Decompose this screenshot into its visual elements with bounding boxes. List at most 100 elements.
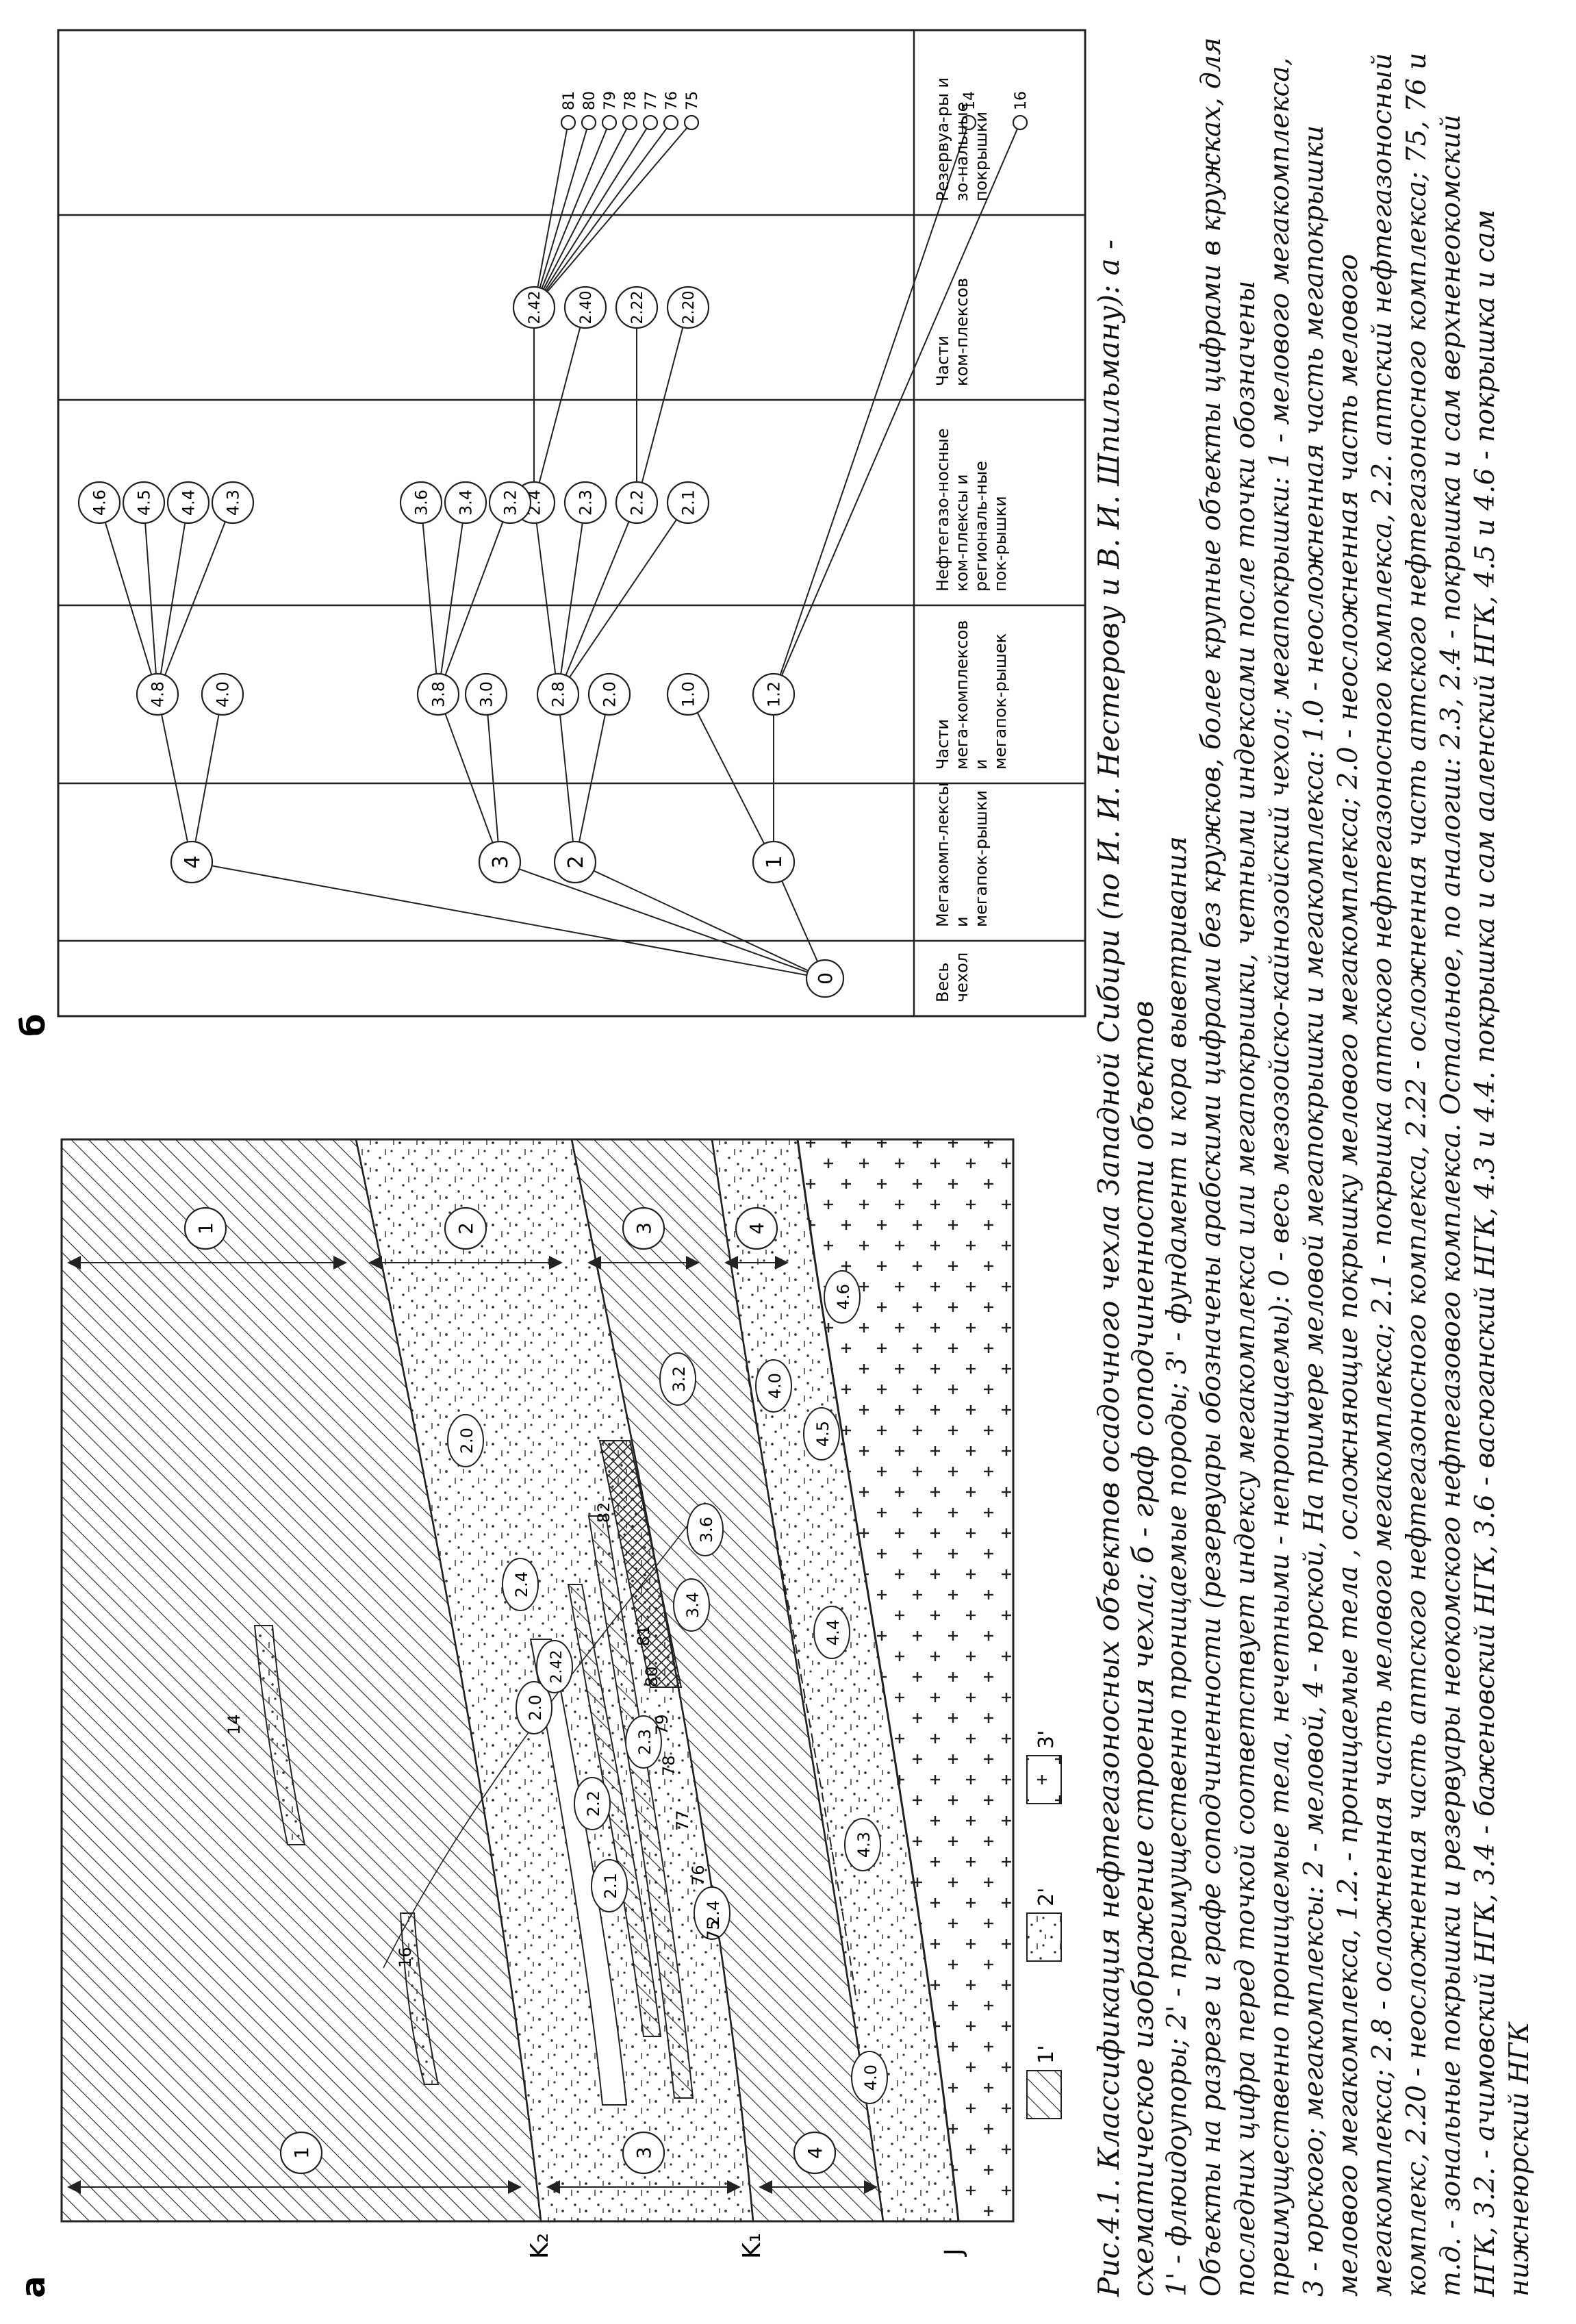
reservoir-node-label: 81 (561, 91, 578, 110)
graph-edge (696, 712, 765, 844)
graph-edge (161, 714, 188, 842)
graph-edge (559, 714, 574, 842)
legend-mark-3: 3' (1034, 1730, 1058, 1749)
caption-title: Рис.4.1. Классификация нефтегазоносных о… (1092, 239, 1160, 2297)
svg-text:4.8: 4.8 (149, 681, 168, 707)
unit-label-2-0-right: 2.0 (457, 1428, 476, 1454)
graph-edge (641, 327, 684, 483)
graph-edge (539, 129, 588, 288)
reservoir-node-label: 14 (961, 91, 978, 110)
graph-node-l5-8 (560, 114, 576, 131)
reservoir-78: 78 (659, 1755, 678, 1776)
svg-text:1.0: 1.0 (679, 681, 698, 707)
graph-edge (144, 522, 157, 674)
graph-edge (546, 127, 668, 292)
graph-node-l1-3: 4 (170, 840, 214, 884)
unit-label-2-4-upper: 2.4 (512, 1571, 531, 1597)
svg-text:4: 4 (181, 855, 205, 868)
graph-edges (104, 127, 1018, 976)
graph-node-l5-0 (1012, 114, 1028, 131)
lens-16 (399, 1912, 440, 2085)
svg-text:2.40: 2.40 (578, 291, 595, 325)
graph-edge (537, 129, 568, 288)
graph-edge (440, 522, 463, 674)
reservoir-81: 81 (634, 1625, 653, 1646)
lens-2-1 (529, 1639, 628, 2106)
graph-edge (194, 714, 220, 842)
graph-node-l3-9: 4.5 (122, 481, 166, 525)
svg-text:3.0: 3.0 (477, 681, 496, 707)
graph-edge (535, 522, 557, 674)
graph-nodes: 012341.21.02.02.83.03.84.04.82.12.22.32.… (77, 91, 1030, 998)
unit-label-4-0: 4.0 (861, 2064, 880, 2091)
graph-node-l1-0: 1 (752, 840, 796, 884)
unit-label-2: 2 (455, 1222, 477, 1235)
graph-edge (781, 881, 819, 962)
svg-text:4.6: 4.6 (90, 490, 110, 516)
column-header-1: Мегакомп-лексыимегапок-рышки (933, 783, 991, 927)
graph-edge (444, 521, 504, 676)
cross-section: K₂ K₁ J 1 2 3 4 1 3 4 2.1 2.2 2.3 2.0 2.… (60, 1138, 1062, 2259)
svg-text:3.8: 3.8 (429, 681, 448, 707)
svg-text:2.42: 2.42 (526, 291, 544, 325)
graph-edge (164, 521, 226, 676)
column-header-2: Частимега-комплексовимегапок-рышек (933, 620, 1010, 770)
svg-text:3: 3 (489, 855, 513, 868)
graph-node-l5-5 (622, 114, 638, 131)
graph-node-l3-7: 4.3 (211, 481, 255, 525)
unit-label-4-6: 4.6 (834, 1284, 853, 1310)
hierarchy-graph: 012341.21.02.02.83.03.84.04.82.12.22.32.… (57, 29, 1086, 1018)
graph-node-l5-6 (601, 114, 618, 131)
unit-label-2-2: 2.2 (584, 1791, 603, 1817)
reservoir-node-label: 75 (684, 91, 701, 110)
graph-node-l5-2 (683, 114, 700, 131)
graph-node-l3-10: 4.6 (77, 481, 121, 525)
graph-node-l1-1: 2 (553, 840, 597, 884)
graph-edge (518, 868, 808, 973)
unit-label-4-left: 4 (804, 2147, 826, 2159)
graph-edge (579, 714, 606, 842)
svg-text:2.20: 2.20 (681, 291, 698, 325)
panel-b-label: б (14, 1013, 53, 1037)
unit-label-1: 1 (194, 1222, 217, 1235)
graph-node-l3-6: 3.6 (399, 481, 443, 525)
age-label-j: J (940, 2248, 968, 2257)
legend-swatch-3 (1026, 1755, 1062, 1804)
unit-label-2-3: 2.3 (635, 1729, 654, 1755)
svg-text:2.22: 2.22 (629, 291, 646, 325)
graph-node-l2-6: 4.0 (201, 672, 244, 716)
legend-swatch-2 (1026, 1912, 1062, 1962)
reservoir-79: 79 (652, 1714, 672, 1735)
graph-node-l2-3: 2.8 (536, 672, 580, 716)
graph-node-l3-0: 2.1 (666, 481, 710, 525)
graph-node-l5-1 (961, 114, 977, 131)
svg-text:4.5: 4.5 (135, 490, 154, 516)
graph-node-l2-4: 3.0 (464, 672, 508, 716)
graph-node-n0: 0 (805, 959, 845, 998)
graph-edge (422, 522, 437, 674)
graph-node-l4-3: 2.42 (512, 286, 556, 329)
reservoir-node-label: 16 (1013, 91, 1030, 110)
graph-node-l5-3 (663, 114, 679, 131)
section-unit-labels: 1 2 3 4 1 3 4 2.1 2.2 2.3 2.0 2.0 2.4 3.… (183, 1207, 888, 2175)
svg-text:4.0: 4.0 (214, 681, 233, 707)
svg-text:0: 0 (814, 972, 837, 985)
graph-node-l2-5: 3.8 (416, 672, 460, 716)
unit-label-4-4: 4.4 (824, 1619, 843, 1645)
svg-text:3.4: 3.4 (457, 490, 476, 516)
graph-edge (565, 521, 630, 676)
unit-label-4-3: 4.3 (854, 1832, 874, 1858)
column-header-3: Нефтегазо-носныеком-плексы ирегиональ-ны… (933, 429, 1010, 592)
legend-mark-2: 2' (1034, 1888, 1058, 1906)
unit-label-3: 3 (633, 1222, 655, 1235)
unit-label-3-left: 3 (633, 2147, 655, 2159)
column-header-4: Частиком-плексов (933, 278, 971, 386)
unit-label-3-6: 3.6 (697, 1517, 716, 1543)
svg-text:4.3: 4.3 (224, 490, 243, 516)
unit-label-2-4: 2.4 (704, 1900, 723, 1926)
graph-edge (569, 519, 677, 678)
graph-edge (444, 713, 494, 844)
svg-text:2.0: 2.0 (600, 681, 620, 707)
graph-frame (57, 29, 1086, 1018)
unit-label-3-2: 3.2 (670, 1366, 689, 1392)
